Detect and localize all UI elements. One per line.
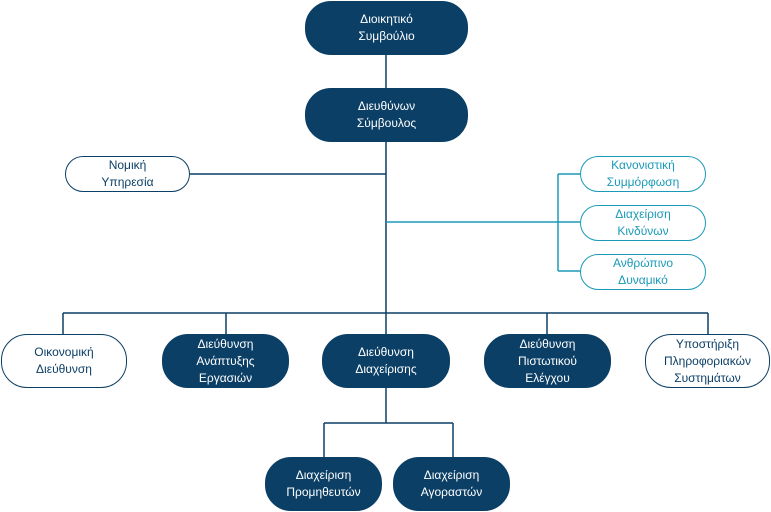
ceo-node: Διευθύνων Σύμβουλος (305, 88, 468, 142)
supplier-management-node: Διαχείριση Προμηθευτών (265, 457, 382, 511)
buyer-management-node: Διαχείριση Αγοραστών (393, 457, 510, 511)
compliance-node: Κανονιστική Συμμόρφωση (580, 156, 706, 192)
hr-node: Ανθρώπινο Δυναμικό (580, 254, 706, 290)
finance-node: Οικονομική Διεύθυνση (1, 334, 127, 388)
board-node: Διοικητικό Συμβούλιο (305, 1, 468, 55)
business-development-node: Διεύθυνση Ανάπτυξης Εργασιών (162, 334, 289, 388)
credit-control-node: Διεύθυνση Πιστωτικού Ελέγχου (484, 334, 611, 388)
management-node: Διεύθυνση Διαχείρισης (322, 334, 450, 388)
legal-node: Νομική Υπηρεσία (65, 156, 190, 192)
it-support-node: Υποστήριξη Πληροφοριακών Συστημάτων (645, 334, 770, 388)
risk-node: Διαχείριση Κινδύνων (580, 205, 706, 241)
